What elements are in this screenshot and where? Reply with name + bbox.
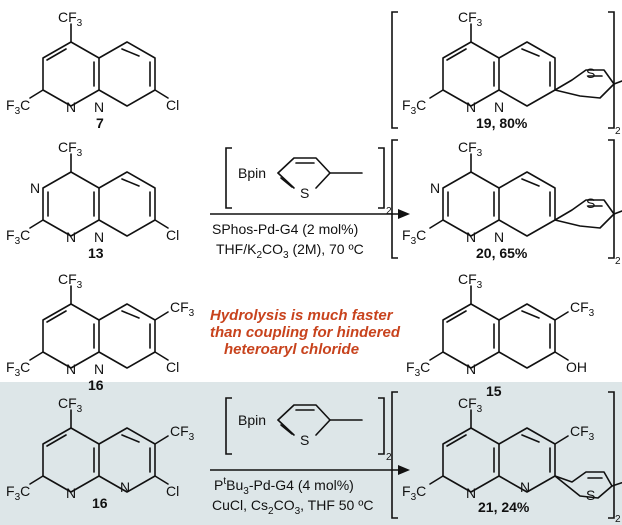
compound-16-label: 16 xyxy=(88,377,104,393)
compound-20-structure xyxy=(429,153,622,237)
n-label: N xyxy=(430,180,440,196)
f3c-label: F3C xyxy=(6,359,30,379)
n-label: N xyxy=(94,99,104,115)
cf3-label: CF3 xyxy=(58,395,83,415)
compound-16-structure xyxy=(29,285,169,369)
compound-16-label: 16 xyxy=(92,495,108,511)
cl-label: Cl xyxy=(166,483,179,499)
arrowhead-icon xyxy=(398,465,410,475)
hydrolysis-note-line3: heteroaryl chloride xyxy=(224,341,359,358)
bracket-subscript: 2 xyxy=(615,126,621,137)
hydrolysis-note-line1: Hydrolysis is much faster xyxy=(210,307,394,324)
n-label: N xyxy=(94,229,104,245)
n-label: N xyxy=(466,229,476,245)
bpin-label: Bpin xyxy=(238,412,266,428)
cl-label: Cl xyxy=(166,97,179,113)
bpin-label: Bpin xyxy=(238,165,266,181)
bracket-subscript: 2 xyxy=(615,514,621,525)
polymer-bracket-right xyxy=(608,11,615,129)
polymer-bracket-right xyxy=(608,139,615,259)
hydrolysis-note-line2: than coupling for hindered xyxy=(210,324,401,341)
s-label: S xyxy=(586,487,595,503)
f3c-label: F3C xyxy=(6,97,30,117)
f3c-label: F3C xyxy=(402,97,426,117)
bottom-panel-background xyxy=(0,382,622,525)
f3c-label: F3C xyxy=(402,483,426,503)
f3c-label: F3C xyxy=(402,227,426,247)
polymer-bracket-right xyxy=(608,391,615,519)
n-label: N xyxy=(466,361,476,377)
n-label: N xyxy=(466,485,476,501)
polymer-bracket-left xyxy=(391,139,398,259)
s-label: S xyxy=(586,195,595,211)
cl-label: Cl xyxy=(166,359,179,375)
f3c-label: F3C xyxy=(406,359,430,379)
compound-19-structure xyxy=(429,23,622,107)
thiophene-bpin-reagent-bottom xyxy=(225,397,385,455)
cf3-label: CF3 xyxy=(570,299,595,319)
oh-label: OH xyxy=(566,359,587,375)
f3c-label: F3C xyxy=(6,227,30,247)
compound-7-structure xyxy=(29,23,169,107)
bracket-subscript: 2 xyxy=(615,256,621,267)
n-label: N xyxy=(66,99,76,115)
condition-solvent-bottom: CuCl, Cs2CO3, THF 50 ºC xyxy=(212,497,373,517)
cf3-label: CF3 xyxy=(58,271,83,291)
condition-solvent-top: THF/K2CO3 (2M), 70 ºC xyxy=(216,241,364,261)
polymer-bracket-left xyxy=(391,391,398,519)
n-label: N xyxy=(120,479,130,495)
cf3-label: CF3 xyxy=(58,9,83,29)
cl-label: Cl xyxy=(166,227,179,243)
cf3-label: CF3 xyxy=(170,423,195,443)
n-label: N xyxy=(520,479,530,495)
compound-16-structure xyxy=(29,409,169,493)
bracket-subscript: 2 xyxy=(386,452,392,463)
n-label: N xyxy=(466,99,476,115)
cf3-label: CF3 xyxy=(458,139,483,159)
compound-15-label: 15 xyxy=(486,383,502,399)
compound-21-label: 21, 24% xyxy=(478,499,530,515)
polymer-bracket-left xyxy=(391,11,398,129)
cf3-label: CF3 xyxy=(170,299,195,319)
arrowhead-icon xyxy=(398,209,410,219)
compound-21-structure xyxy=(429,409,622,499)
cf3-label: CF3 xyxy=(458,395,483,415)
s-label: S xyxy=(300,185,309,201)
n-label: N xyxy=(94,361,104,377)
n-label: N xyxy=(66,361,76,377)
compound-7-label: 7 xyxy=(96,115,104,131)
condition-catalyst-bottom: PtBu3-Pd-G4 (4 mol%) xyxy=(214,476,354,497)
compound-20-label: 20, 65% xyxy=(476,245,528,261)
compound-13-label: 13 xyxy=(88,245,104,261)
f3c-label: F3C xyxy=(6,483,30,503)
thiophene-bpin-reagent-top xyxy=(225,147,385,209)
condition-catalyst-top: SPhos-Pd-G4 (2 mol%) xyxy=(212,221,358,237)
n-label: N xyxy=(494,99,504,115)
cf3-label: CF3 xyxy=(58,139,83,159)
compound-19-label: 19, 80% xyxy=(476,115,528,131)
bracket-subscript: 2 xyxy=(386,206,392,217)
cf3-label: CF3 xyxy=(458,271,483,291)
compound-15-structure xyxy=(429,285,569,369)
n-label: N xyxy=(66,485,76,501)
s-label: S xyxy=(300,432,309,448)
n-label: N xyxy=(30,180,40,196)
s-label: S xyxy=(586,65,595,81)
compound-13-structure xyxy=(29,153,169,237)
cf3-label: CF3 xyxy=(458,9,483,29)
n-label: N xyxy=(66,229,76,245)
cf3-label: CF3 xyxy=(570,423,595,443)
n-label: N xyxy=(494,229,504,245)
